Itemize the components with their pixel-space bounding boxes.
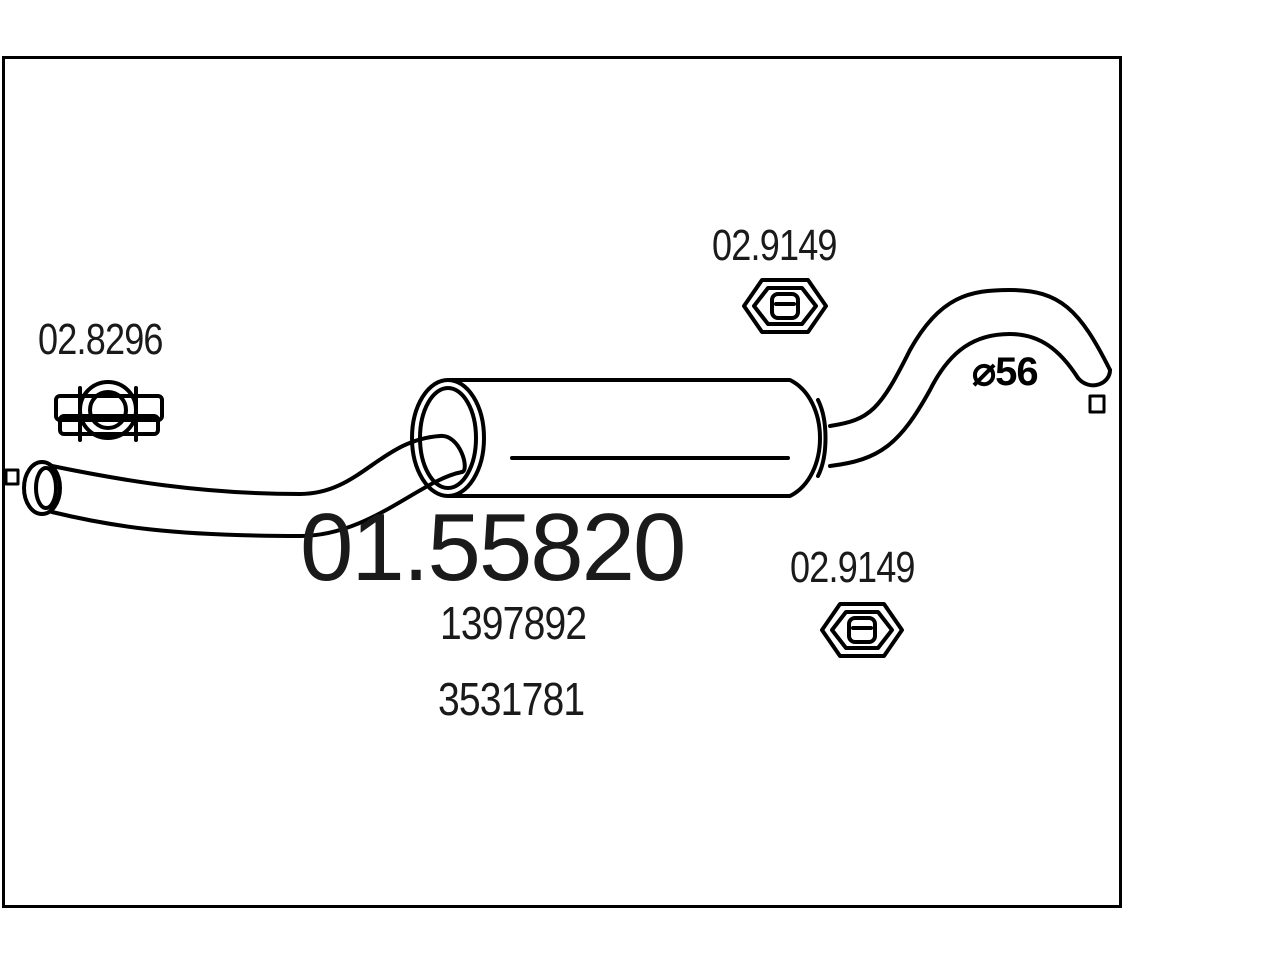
pipe-diameter-label: ⌀56 bbox=[972, 350, 1039, 394]
rubber-mount-icon bbox=[820, 602, 904, 658]
mount-part-number-bottom: 02.9149 bbox=[790, 543, 916, 592]
tail-pipe bbox=[828, 288, 1112, 468]
main-part-number: 01.55820 bbox=[300, 494, 686, 601]
mount-part-number-top: 02.9149 bbox=[712, 221, 838, 270]
reference-number-1: 1397892 bbox=[440, 597, 587, 649]
rubber-mount-icon bbox=[742, 278, 828, 334]
reference-number-2: 3531781 bbox=[438, 673, 585, 725]
clamp-part-number: 02.8296 bbox=[38, 315, 164, 364]
drawing-frame bbox=[2, 56, 1122, 908]
silencer-body bbox=[410, 378, 828, 498]
inlet-pipe bbox=[4, 434, 467, 538]
pipe-clamp-icon bbox=[54, 380, 164, 442]
